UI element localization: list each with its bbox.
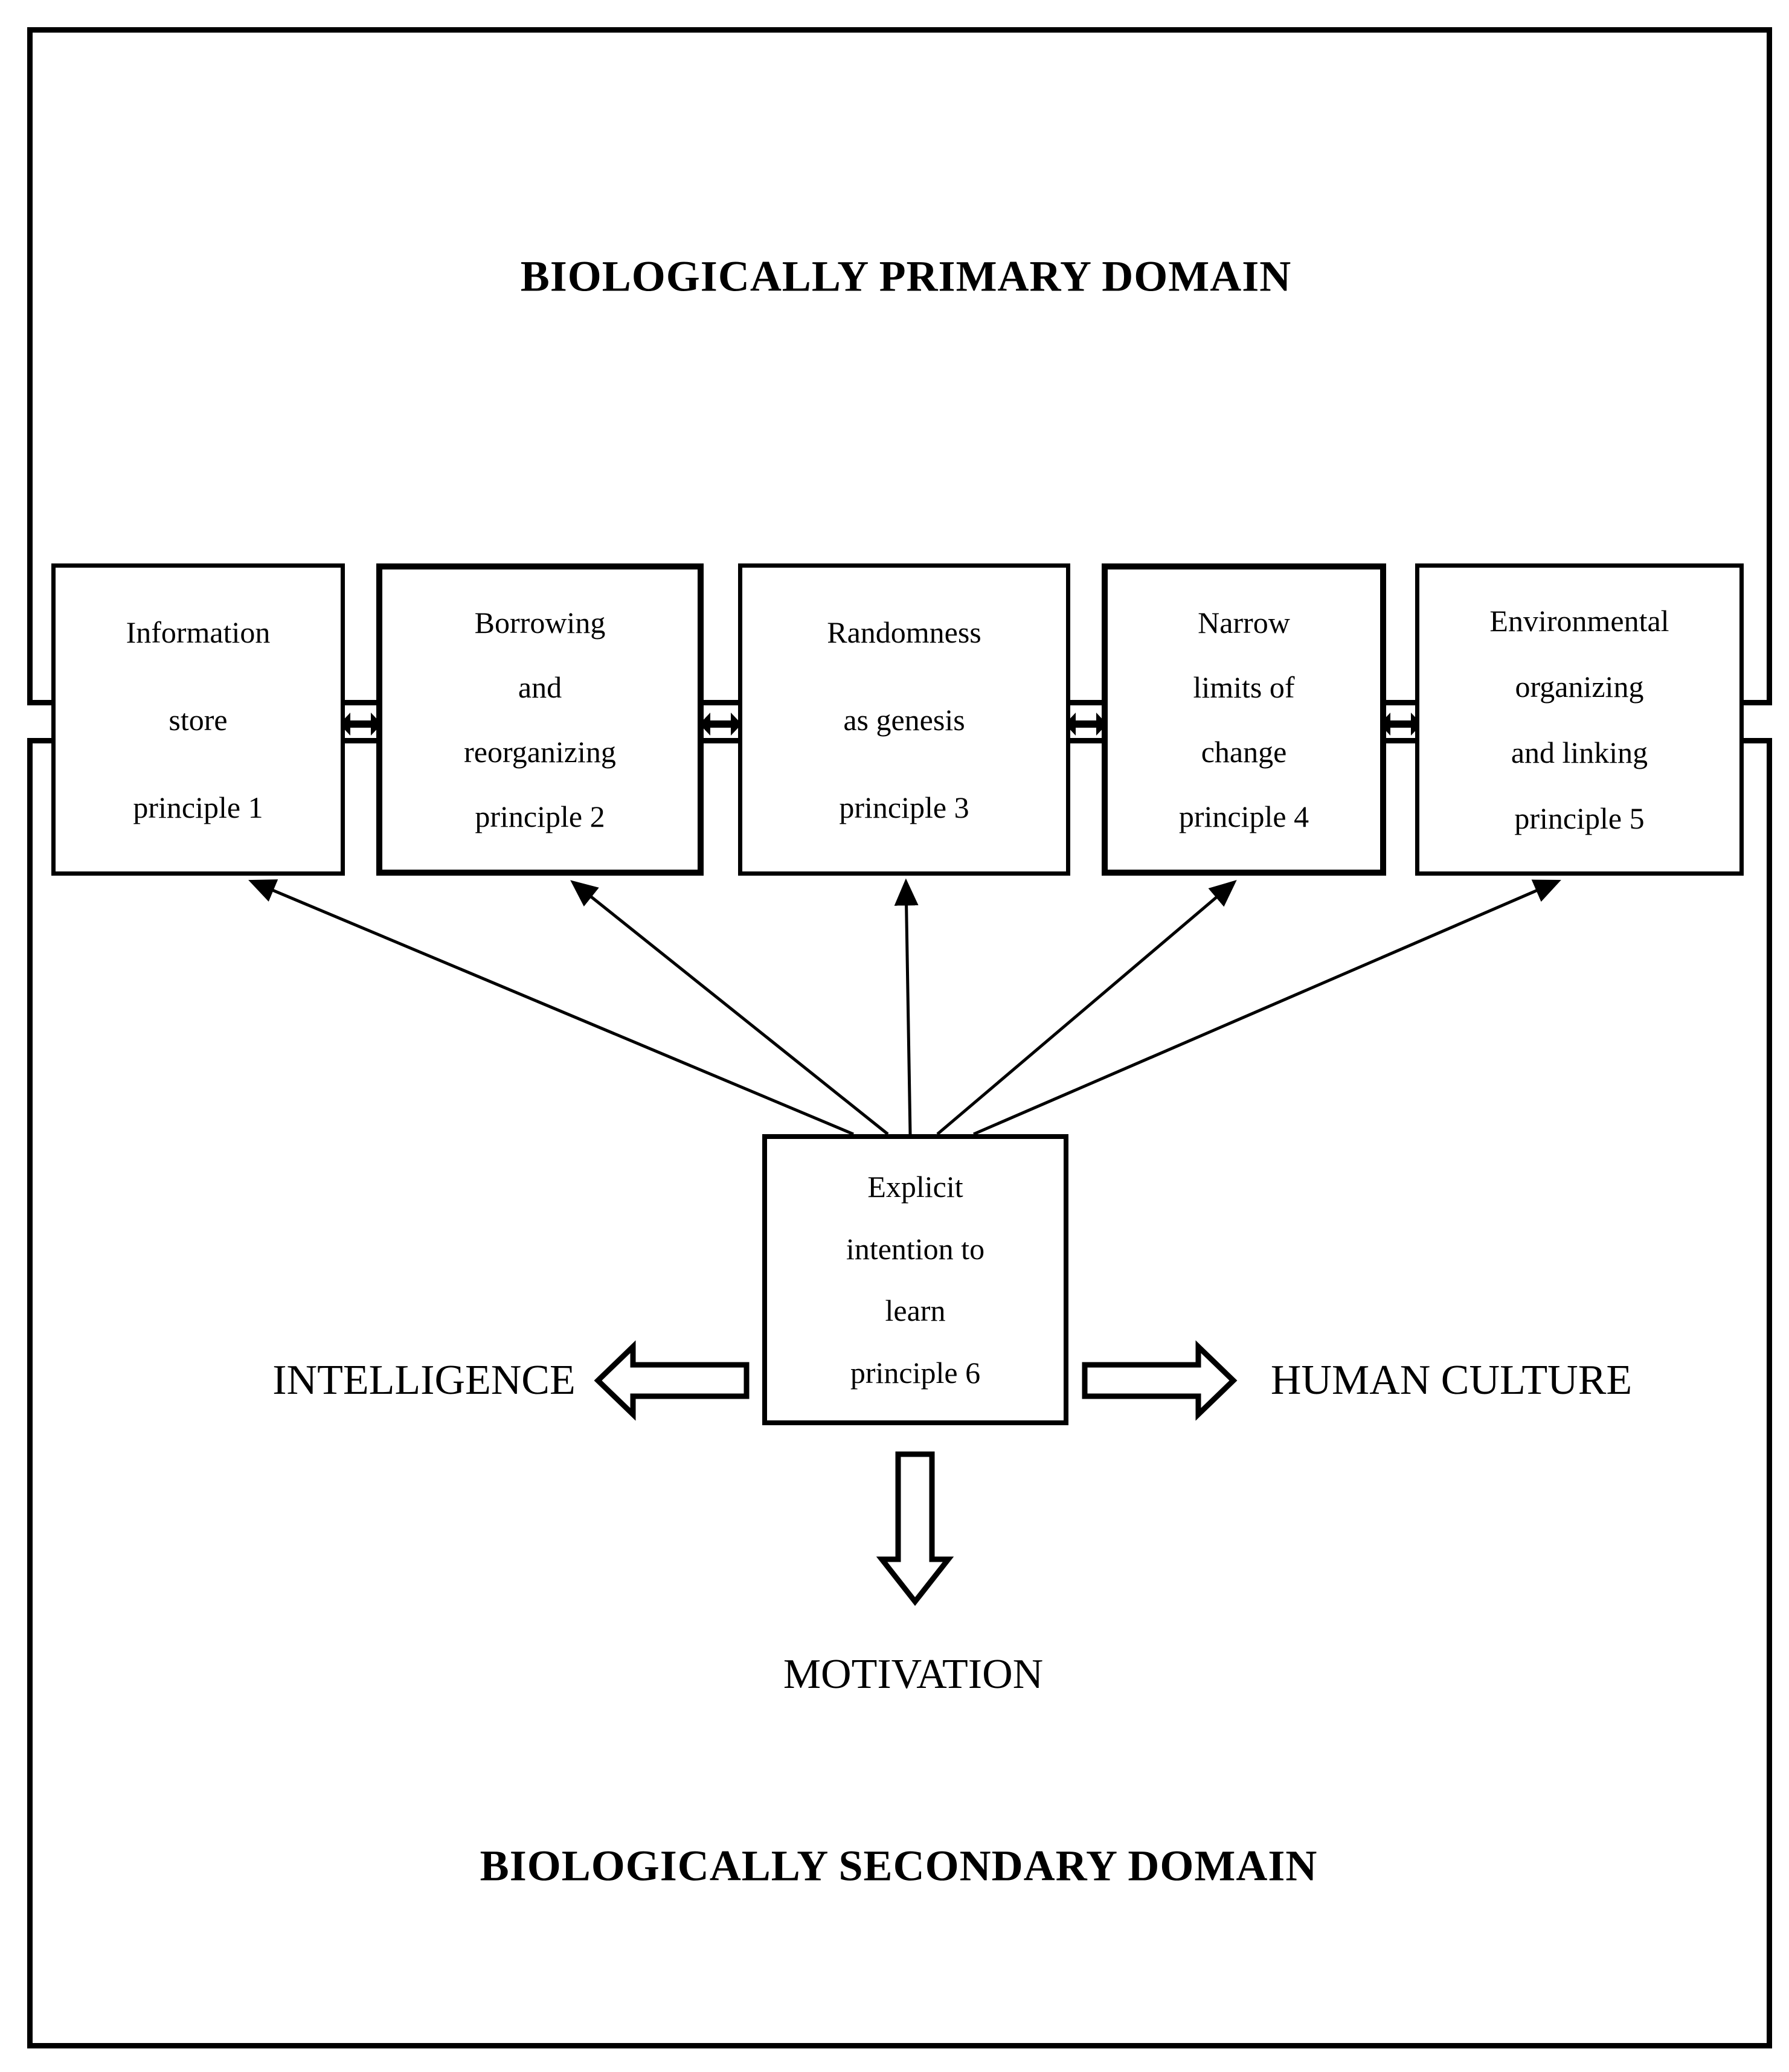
principle-3-line: principle 3 [839,790,969,824]
bidirectional-arrow-2-3 [699,713,742,736]
principle-5-line: and linking [1511,735,1648,769]
secondary-domain-title: BIOLOGICALLY SECONDARY DOMAIN [480,1841,1318,1890]
principle-4-box: Narrow limits of change principle 4 [1102,563,1386,876]
principle-5-line: principle 5 [1514,801,1645,835]
motivation-arrow [876,1451,954,1606]
human-culture-label: HUMAN CULTURE [1270,1357,1633,1403]
principle-6-line: intention to [846,1231,985,1266]
principle-1-line: store [169,702,228,737]
bidirectional-arrow-4-5 [1379,713,1422,736]
radial-arrow-6-2 [570,880,889,1135]
principle-3-line: as genesis [843,702,965,737]
principle-6-line: Explicit [867,1170,963,1204]
principle-5-line: Environmental [1489,604,1669,638]
human-culture-arrow [1082,1340,1238,1421]
principle-2-box: Borrowing and reorganizing principle 2 [376,563,704,876]
principle-5-box: Environmental organizing and linking pri… [1415,563,1744,876]
bidirectional-arrow-1-2 [339,713,382,736]
radial-arrow-6-5 [973,879,1561,1136]
principle-1-box: Information store principle 1 [51,563,345,876]
principle-2-line: and [518,670,562,704]
principle-6-line: learn [885,1294,946,1328]
principle-2-line: Borrowing [474,605,606,640]
principle-3-box: Randomness as genesis principle 3 [738,563,1070,876]
principle-1-line: Information [126,615,271,649]
principle-2-line: principle 2 [475,800,605,834]
principle-6-line: principle 6 [850,1355,981,1390]
principle-6-box: Explicit intention to learn principle 6 [762,1134,1068,1425]
primary-domain-title: BIOLOGICALLY PRIMARY DOMAIN [520,252,1292,301]
principle-3-line: Randomness [827,615,981,649]
intelligence-label: INTELLIGENCE [272,1357,576,1403]
principle-4-line: limits of [1193,670,1295,704]
principle-4-line: principle 4 [1178,800,1309,834]
principle-4-line: Narrow [1198,605,1290,640]
radial-arrow-6-3 [894,878,919,1135]
radial-arrow-6-1 [248,879,854,1136]
intelligence-arrow [594,1340,750,1421]
principle-4-line: change [1201,735,1287,769]
motivation-label: MOTIVATION [783,1651,1044,1698]
principle-1-line: principle 1 [133,790,263,824]
principle-2-line: reorganizing [464,735,616,769]
principle-5-line: organizing [1515,670,1644,704]
radial-arrow-6-4 [936,880,1237,1135]
bidirectional-arrow-3-4 [1065,713,1107,736]
